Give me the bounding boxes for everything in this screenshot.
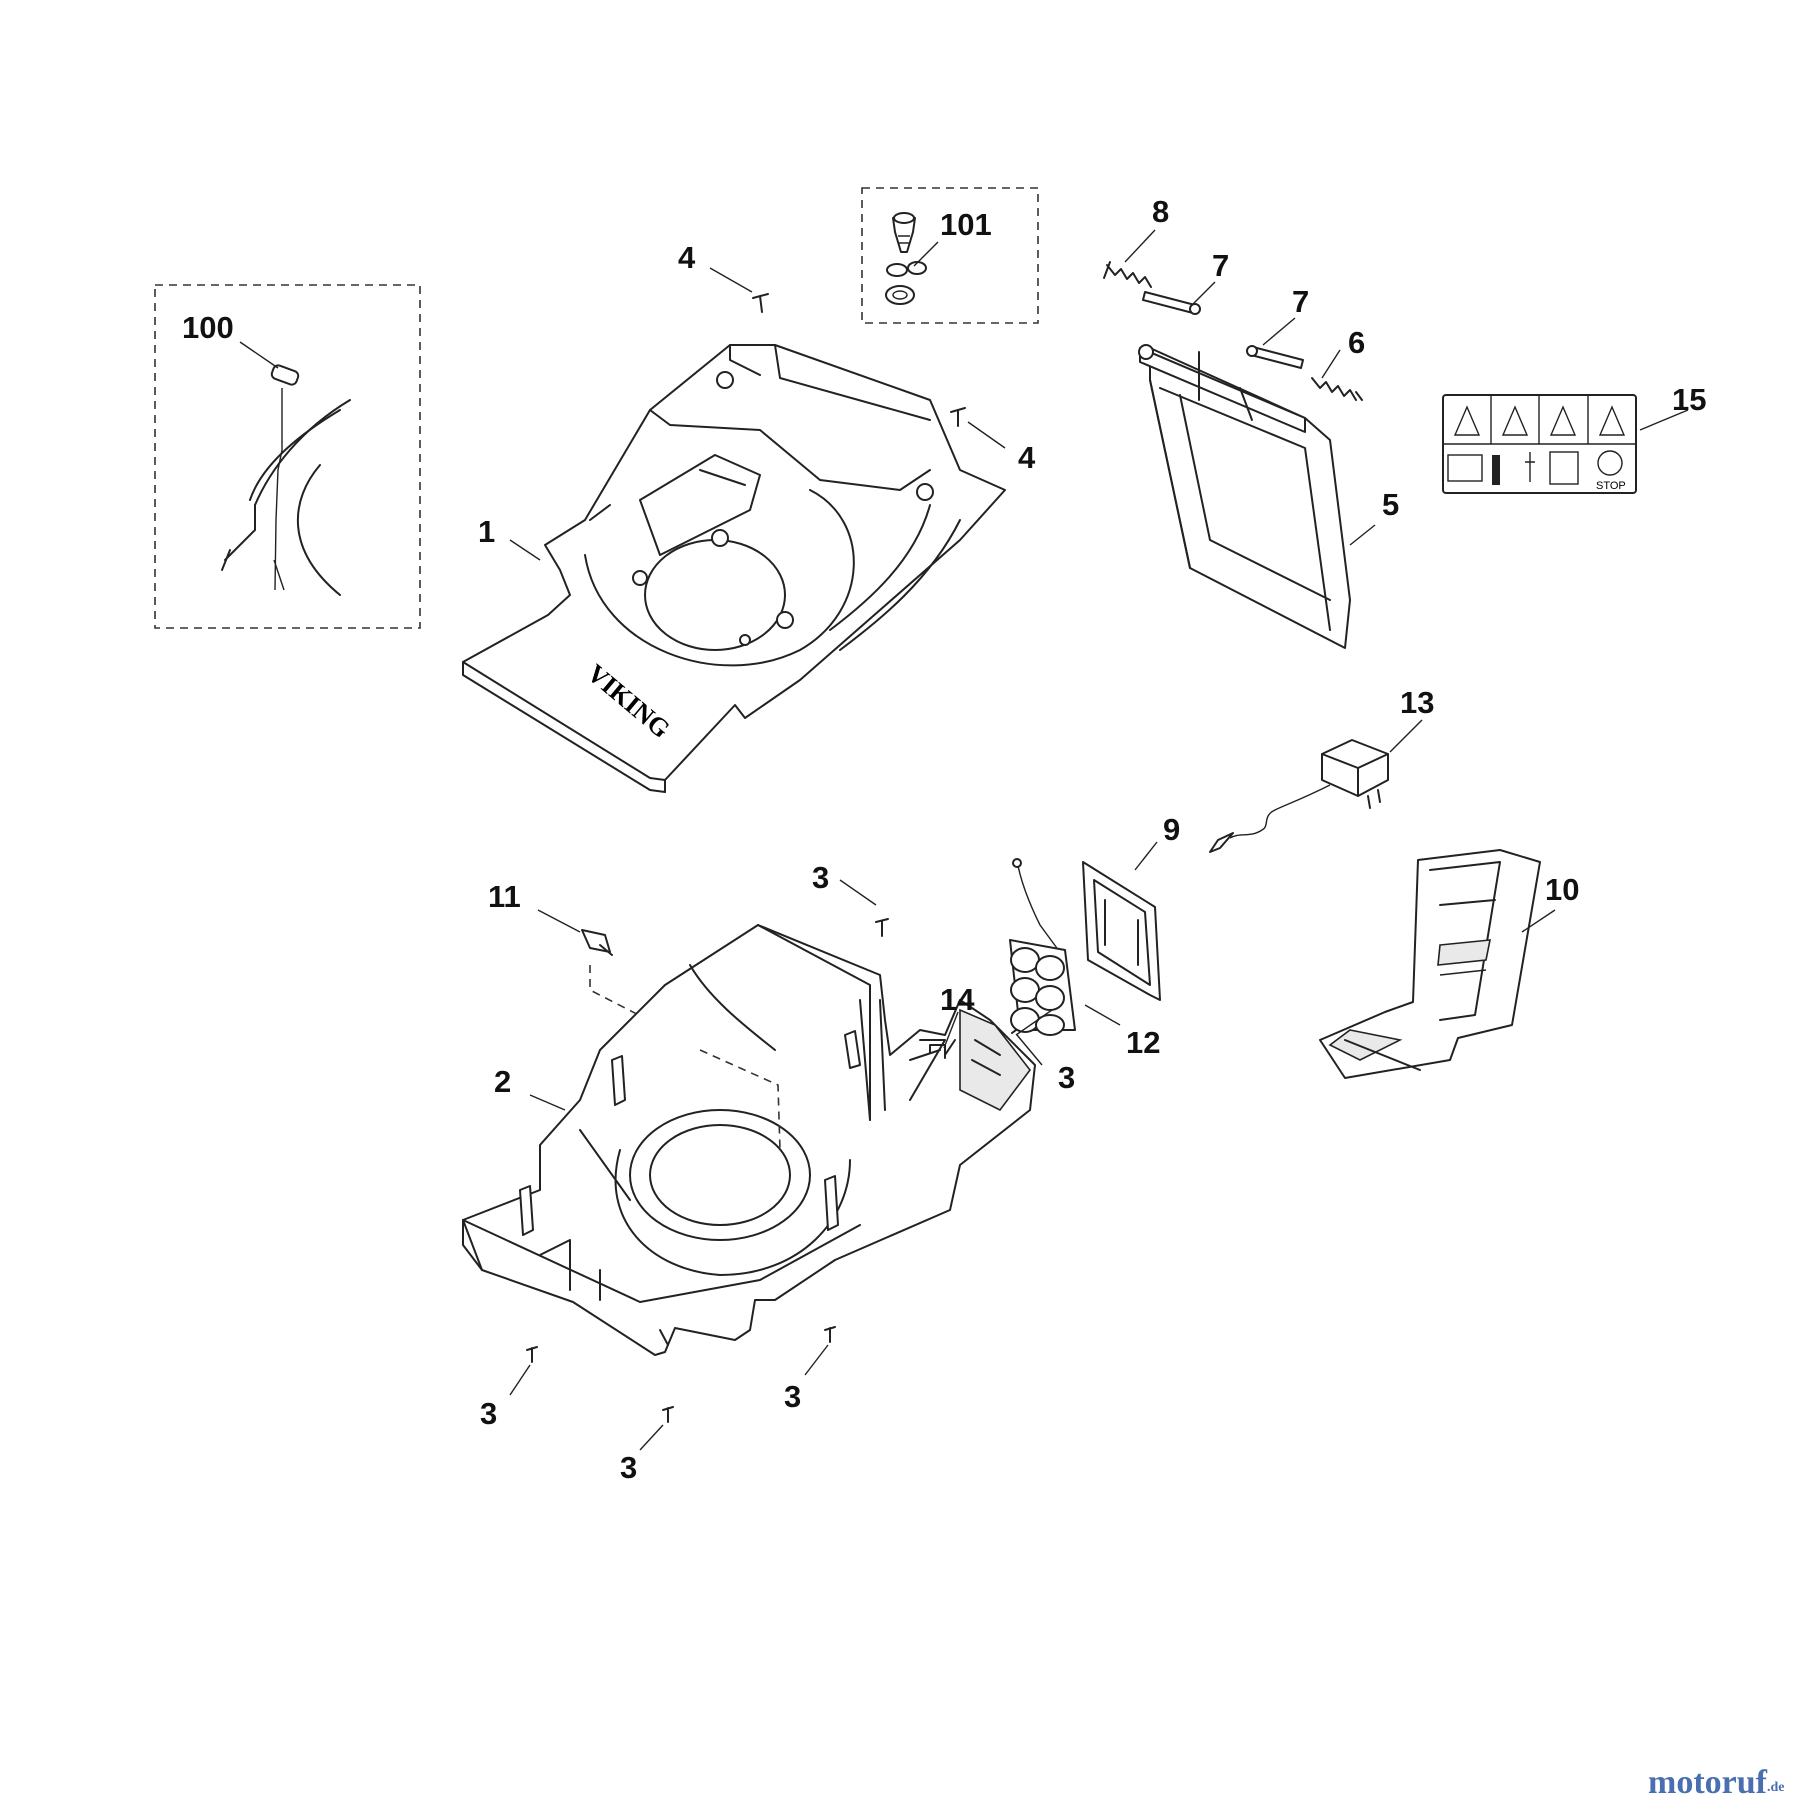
part-10-grass-bag xyxy=(1319,849,1541,1079)
part-12-battery-pack xyxy=(1009,858,1076,1036)
callout-11: 11 xyxy=(488,879,521,914)
callout-15: 15 xyxy=(1672,382,1706,417)
callout-2: 2 xyxy=(494,1064,511,1099)
warning-label-stop: STOP xyxy=(1596,480,1626,492)
part-2-lower-housing xyxy=(462,924,1036,1356)
callout-3-top: 3 xyxy=(812,860,829,895)
callout-8: 8 xyxy=(1152,194,1169,229)
callout-6: 6 xyxy=(1348,325,1365,360)
callout-7-upper: 7 xyxy=(1212,248,1229,283)
callout-1: 1 xyxy=(478,514,495,549)
part-4-screws xyxy=(752,293,966,427)
callout-3-battery: 3 xyxy=(1058,1060,1075,1095)
callout-4-upper: 4 xyxy=(678,240,696,275)
callout-numbers: 100 101 4 4 1 8 7 7 6 15 5 13 9 10 11 3 … xyxy=(182,194,1706,1485)
part-14-bracket xyxy=(929,1044,946,1059)
watermark-logo: motoruf.de xyxy=(1648,1764,1784,1800)
part-7-pin-upper xyxy=(1142,291,1201,315)
part-15-warning-label: STOP xyxy=(1442,394,1637,494)
callout-101: 101 xyxy=(940,207,992,242)
callout-100: 100 xyxy=(182,310,234,345)
callout-7-lower: 7 xyxy=(1292,284,1309,319)
callout-10: 10 xyxy=(1545,872,1579,907)
callout-5: 5 xyxy=(1382,487,1399,522)
part-7-pin-lower xyxy=(1246,345,1304,369)
part-6-spring xyxy=(1311,377,1363,401)
callout-3-bottom-middle: 3 xyxy=(620,1450,637,1485)
callout-14: 14 xyxy=(940,982,975,1017)
callout-3-bottom-left: 3 xyxy=(480,1396,497,1431)
svg-text:motoruf.de: motoruf.de xyxy=(1648,1764,1784,1800)
part-8-spring xyxy=(1103,261,1152,288)
callout-12: 12 xyxy=(1126,1025,1160,1060)
part-100-cable-group xyxy=(154,284,421,629)
leader-lines xyxy=(239,229,1689,1451)
callout-9: 9 xyxy=(1163,812,1180,847)
callout-3-bottom-right: 3 xyxy=(784,1379,801,1414)
part-1-top-cover: VIKING xyxy=(462,344,1006,793)
part-9-battery-bracket xyxy=(1082,861,1161,1001)
part-13-charger xyxy=(1209,739,1389,853)
watermark-suffix: .de xyxy=(1767,1780,1785,1795)
part-11-clip xyxy=(581,929,776,1086)
part-3-screws xyxy=(526,918,1017,1423)
part-5-rear-flap xyxy=(1138,344,1351,649)
callout-4-right: 4 xyxy=(1018,440,1036,475)
part-101-plug-group xyxy=(861,187,1039,324)
callout-13: 13 xyxy=(1400,685,1434,720)
watermark-brand: motoruf xyxy=(1648,1764,1768,1800)
